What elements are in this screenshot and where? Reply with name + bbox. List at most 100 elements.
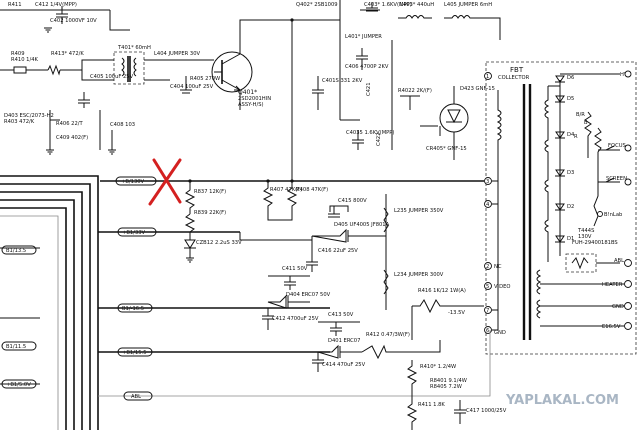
fbt-label-video: VIDEO: [494, 284, 510, 290]
resistor-r411b: [406, 396, 418, 430]
capacitor-c417: [454, 400, 466, 424]
diode-d405: [311, 228, 370, 243]
wire-b33-to-c416: [239, 232, 312, 241]
label-c408: C408 103: [110, 122, 135, 128]
bus-wire-4: [0, 199, 75, 430]
rail-tags: +B1/33V B1/13.5 B1/-16.5 B1/11.5 +B1/15.…: [1, 227, 491, 401]
label-r416: R416 1K/12 1W(A): [418, 288, 466, 294]
fbt-right-pin-wires: [540, 283, 624, 327]
label-c402: C402 1000VF 10V: [50, 18, 97, 24]
fbt-pin-4: [484, 200, 492, 208]
diode-in-q402: [446, 109, 462, 124]
fbt-pin-3: [484, 177, 492, 185]
label-q401-part: 2SD2001HIN: [238, 96, 271, 102]
fbt-abl-box: [565, 253, 597, 273]
rail-label-b33: +B1/33V: [122, 230, 146, 236]
capacitor-c415-wire: [329, 205, 349, 212]
fbt-label-gnd: GND: [494, 330, 506, 336]
rail-label-abl: ABL: [131, 394, 141, 400]
resistor-l234: [383, 260, 389, 310]
diode-d404: [267, 294, 310, 309]
label-q402: Q402* 2SB1009: [296, 2, 338, 8]
label-r837: R837 12K(F): [194, 189, 226, 195]
fbt-part-spec: 130V: [578, 234, 592, 240]
wiring-mid-left: [49, 110, 113, 150]
fbt-r: R: [574, 134, 578, 140]
label-c406: C406 4700P 2KV: [345, 64, 389, 70]
fbt-left-stubs: [492, 180, 498, 331]
label-q401-assy: ASSY-H/S): [238, 102, 264, 108]
diode-d401: [317, 344, 362, 359]
rail-label-b16: B1/-16.5: [122, 306, 144, 312]
fbt-aux-winding: [536, 269, 542, 319]
fbt-outline: [485, 61, 637, 355]
fbt-connector-hv: [624, 70, 632, 78]
zener-czb12: [184, 232, 196, 258]
label-c403: C403* 1.6KV(MPP): [364, 2, 412, 8]
fbt-pin-heater: [624, 280, 632, 288]
label-c4035: C4035 1.6KV(MPP): [346, 130, 394, 136]
fbt-pin-4-num: 4: [486, 202, 490, 208]
capacitor-c422: [352, 130, 364, 150]
rail-label-b15: +B1/15.5: [122, 350, 147, 356]
transistor-q401-body: [211, 51, 253, 93]
capacitor-c416: [306, 236, 318, 272]
label-c411: C411 50V: [282, 266, 308, 272]
label-cr405: CR405* GNF-15: [426, 146, 467, 152]
capacitor-c412b: [262, 308, 274, 330]
fbt-pin-gnd2: [624, 302, 632, 310]
label-c401s: C401S 331 2KV: [322, 78, 363, 84]
label-r413: R413* 472/K: [51, 51, 84, 57]
red-x-mark: [148, 158, 182, 206]
fbt-pin-abl: [624, 259, 632, 267]
fbt-out-focus: FOCUS: [608, 143, 626, 149]
label-l405: L405 JUMPER 6mH: [444, 2, 492, 8]
fbt-pin-7: [484, 306, 492, 314]
resistor-r410b: [406, 360, 418, 396]
rail-label-b13: B1/13.5: [6, 248, 26, 254]
fbt-secondary-winding: [544, 86, 550, 262]
label-c412b: C412 4700uF 25V: [272, 316, 319, 322]
label-q401: Q401*: [238, 89, 257, 96]
fbt-pin-column-left: 1 3 4 2 NC 5 VIDEO 7 6 GND: [484, 72, 510, 336]
label-r839: R839 22K(F): [194, 210, 226, 216]
label-d405: D405 UF4005 JF801A: [334, 222, 390, 228]
label-ht: -13.5V: [448, 310, 465, 316]
fbt-block: FBT COLLECTOR D6 D5 D4 D3 D2 D1 B/R: [484, 61, 637, 355]
label-d423: D423 GNF-15: [460, 86, 495, 92]
transformer-box: [113, 51, 145, 85]
resistor-r413: [47, 64, 61, 76]
fbt-resistor-network: [593, 127, 602, 227]
wire-t401-primary: [81, 59, 114, 81]
label-c421: C421: [366, 82, 372, 96]
resistor-r409: [13, 66, 27, 74]
wire-abl: [98, 330, 491, 397]
red-x-stroke-2: [148, 158, 182, 206]
label-c422: C422: [376, 132, 382, 146]
fbt-part-code: FUH-29400181BS: [572, 240, 618, 246]
label-c409: C409 402(F): [56, 135, 88, 141]
wire-l401: [339, 0, 360, 121]
fbt-diode-chain: D6 D5 D4 D3 D2 D1: [548, 75, 575, 256]
bus-horizontal-stubs: [0, 247, 40, 385]
rail-label-b130: +B/130V: [121, 179, 145, 185]
capacitor-c405: [78, 92, 90, 108]
label-r411b: R411 1.8K: [418, 402, 445, 408]
rail-tag-b5: [1, 379, 37, 389]
fbt-connector-focus: [624, 144, 632, 152]
label-t401: T401* 60mH: [117, 45, 151, 51]
bus-wire-3: [0, 191, 83, 430]
fbt-out-hv: HV: [620, 72, 628, 78]
label-l404: L404 JUMPER 30V: [154, 51, 201, 57]
rail-tag-b15: [117, 347, 153, 357]
fbt-pin-5-num: 5: [486, 284, 489, 290]
label-c405: C405 100uF 25V: [90, 74, 134, 80]
left-bus: [0, 175, 99, 430]
fbt-part-t: T444S: [577, 228, 594, 234]
resistor-r416: [412, 299, 484, 314]
resistor-r407: [262, 181, 274, 212]
label-l401: L401* JUMPER: [345, 34, 382, 40]
fbt-diode-label-d3: D3: [567, 170, 574, 176]
fbt-label-heater: HEATER: [602, 282, 623, 288]
